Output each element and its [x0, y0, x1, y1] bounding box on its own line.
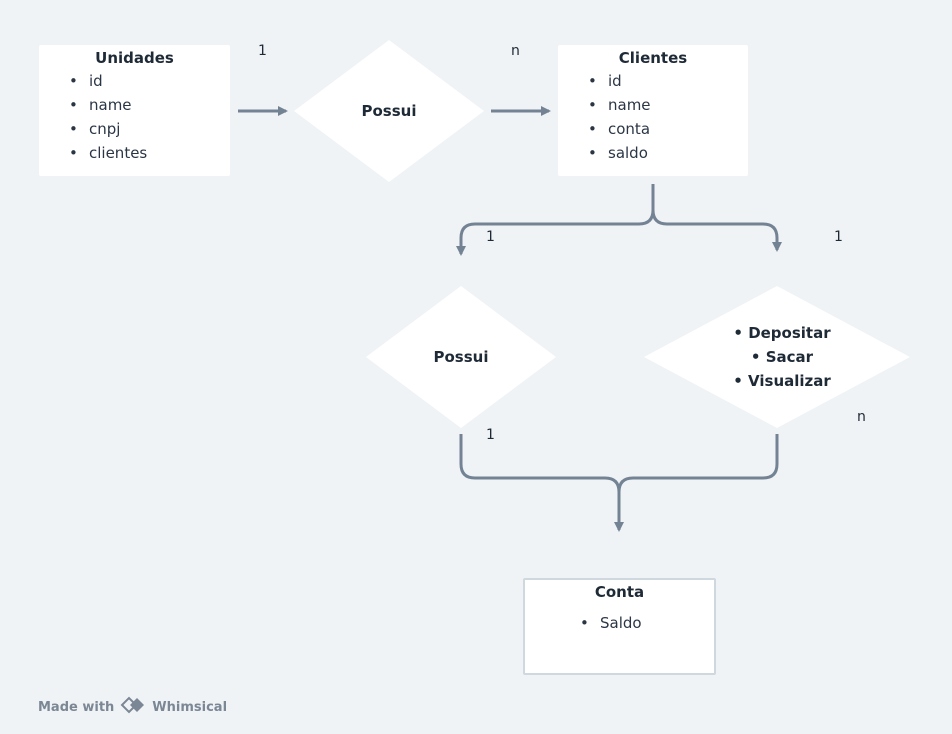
connector-merge-right: [617, 434, 779, 493]
field-item: Saldo: [580, 611, 714, 635]
cardinality-unidades-possui: 1: [258, 43, 267, 59]
entity-title: Conta: [594, 583, 645, 601]
relationship-diamond-possui-top[interactable]: [294, 40, 484, 182]
entity-unidades[interactable]: Unidades id name cnpj clientes: [39, 45, 230, 176]
entity-title: Unidades: [95, 49, 174, 67]
operation-item: Depositar: [707, 321, 857, 345]
field-item: saldo: [588, 141, 748, 165]
field-item: id: [588, 69, 748, 93]
entity-title: Clientes: [618, 49, 688, 67]
field-list: id name conta saldo: [558, 69, 748, 165]
relationship-operations-list: Depositar Sacar Visualizar: [707, 321, 857, 393]
field-item: cnpj: [69, 117, 230, 141]
field-list: id name cnpj clientes: [39, 69, 230, 165]
field-list: Saldo: [525, 611, 714, 635]
relationship-label-possui-mid: Possui: [433, 348, 489, 366]
operation-item: Sacar: [707, 345, 857, 369]
field-item: name: [69, 93, 230, 117]
whimsical-logo-icon: [120, 696, 146, 718]
field-item: conta: [588, 117, 748, 141]
footer-made-with[interactable]: Made with Whimsical: [38, 696, 227, 718]
relationship-diamond-possui-mid[interactable]: [366, 286, 556, 428]
field-item: clientes: [69, 141, 230, 165]
footer-brand: Whimsical: [152, 699, 228, 715]
connector-clientes-operations: [651, 209, 782, 252]
cardinality-clientes-operations: 1: [834, 229, 843, 245]
entity-conta[interactable]: Conta Saldo: [523, 578, 716, 675]
field-item: id: [69, 69, 230, 93]
cardinality-clientes-possui: 1: [486, 229, 495, 245]
footer-made-with-text: Made with: [38, 699, 115, 715]
relationship-label-possui-top: Possui: [361, 102, 417, 120]
operation-item: Visualizar: [707, 369, 857, 393]
cardinality-possui-conta: 1: [486, 427, 495, 443]
field-item: name: [588, 93, 748, 117]
cardinality-possui-clientes: n: [511, 43, 520, 59]
cardinality-operations-conta: n: [857, 409, 866, 425]
entity-clientes[interactable]: Clientes id name conta saldo: [558, 45, 748, 176]
connector-merge-left: [459, 434, 624, 532]
